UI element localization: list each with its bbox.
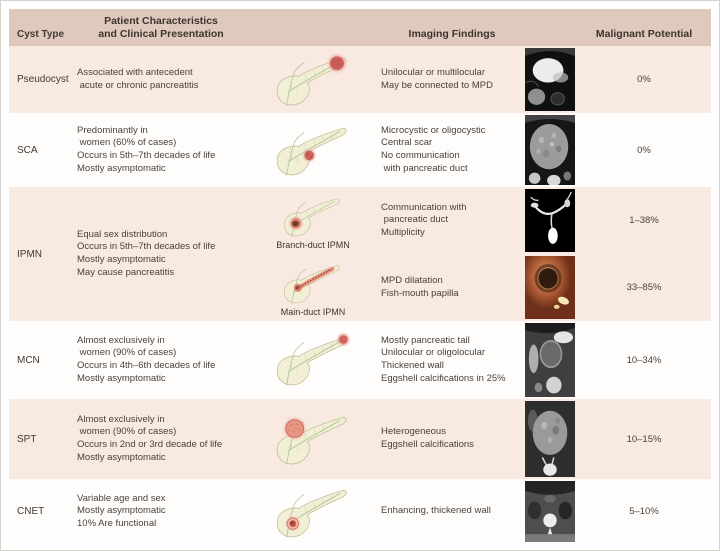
radiology-photo-mrcp	[525, 189, 575, 252]
subrow-branch-duct-ipmn: Branch-duct IPMN Communication with panc…	[245, 187, 711, 254]
table-header-row: Cyst Type Patient Characteristics and Cl…	[9, 9, 711, 46]
characteristics-text: Associated with antecedent acute or chro…	[77, 66, 199, 91]
pancreas-illustration-pseudocyst	[276, 52, 348, 106]
malignant-potential-value: 10–34%	[626, 354, 662, 366]
malignant-potential-value: 10–15%	[626, 433, 662, 445]
characteristics-text: Almost exclusively in women (90% of case…	[77, 334, 216, 384]
imaging-findings-text: MPD dilatation Fish-mouth papilla	[381, 274, 459, 299]
imaging-findings-text: Communication with pancreatic duct Multi…	[381, 201, 467, 238]
pancreas-illustration-spt	[276, 415, 347, 466]
cyst-comparison-table: Cyst Type Patient Characteristics and Cl…	[9, 9, 711, 542]
radiology-photo-spt	[525, 401, 575, 477]
header-cyst-type: Cyst Type	[17, 28, 65, 40]
pancreas-illustration-main-duct-ipmn	[283, 264, 340, 304]
cyst-type-label: CNET	[17, 506, 45, 517]
imaging-findings-text: Enhancing, thickened wall	[381, 505, 491, 517]
imaging-findings-text: Microcystic or oligocystic Central scar …	[381, 124, 486, 174]
table-row-cnet: CNET Variable age and sex Mostly asympto…	[9, 479, 711, 542]
pancreas-illustration-branch-duct-ipmn	[283, 197, 340, 237]
illustration-caption: Branch-duct IPMN	[276, 239, 350, 250]
table-row-sca: SCA Predominantly in women (60% of cases…	[9, 113, 711, 187]
malignant-potential-value: 0%	[637, 144, 651, 156]
malignant-potential-value: 5–10%	[629, 506, 659, 517]
radiology-photo-mcn	[525, 323, 575, 397]
table-row-pseudocyst: Pseudocyst Associated with antecedent ac…	[9, 46, 711, 113]
characteristics-text: Predominantly in women (60% of cases) Oc…	[77, 124, 216, 174]
imaging-findings-text: Mostly pancreatic tail Unilocular or oli…	[381, 334, 506, 384]
cyst-type-label: IPMN	[17, 248, 42, 260]
table-row-spt: SPT Almost exclusively in women (90% of …	[9, 399, 711, 479]
imaging-findings-text: Heterogeneous Eggshell calcifications	[381, 426, 474, 450]
cyst-type-label: Pseudocyst	[17, 74, 69, 85]
cyst-type-label: SPT	[17, 433, 37, 445]
illustration-caption: Main-duct IPMN	[280, 306, 346, 317]
pancreas-illustration-cnet	[276, 489, 347, 538]
pancreas-illustration-sca	[276, 128, 347, 177]
table-row-ipmn: IPMN Equal sex distribution Occurs in 5t…	[9, 187, 711, 321]
header-characteristics: Patient Characteristics and Clinical Pre…	[98, 14, 224, 40]
radiology-photo-cnet	[525, 481, 575, 542]
characteristics-text: Almost exclusively in women (90% of case…	[77, 413, 223, 463]
radiology-photo-sca	[525, 115, 575, 185]
malignant-potential-value: 0%	[637, 74, 651, 85]
pancreas-illustration-mcn	[276, 331, 351, 387]
cyst-type-label: SCA	[17, 144, 38, 156]
radiology-photo-pseudocyst	[525, 48, 575, 111]
characteristics-text: Equal sex distribution Occurs in 5th–7th…	[77, 228, 216, 278]
characteristics-text: Variable age and sex Mostly asymptomatic…	[77, 492, 166, 529]
table-row-mcn: MCN Almost exclusively in women (90% of …	[9, 321, 711, 399]
radiology-photo-endoscopy	[525, 256, 575, 319]
subrow-main-duct-ipmn: Main-duct IPMN MPD dilatation Fish-mouth…	[245, 254, 711, 321]
malignant-potential-value: 33–85%	[626, 282, 662, 293]
malignant-potential-value: 1–38%	[629, 215, 659, 226]
cyst-type-label: MCN	[17, 354, 40, 366]
header-malignant-potential: Malignant Potential	[595, 27, 693, 40]
header-imaging-findings: Imaging Findings	[408, 27, 496, 40]
imaging-findings-text: Unilocular or multilocular May be connec…	[381, 66, 493, 91]
